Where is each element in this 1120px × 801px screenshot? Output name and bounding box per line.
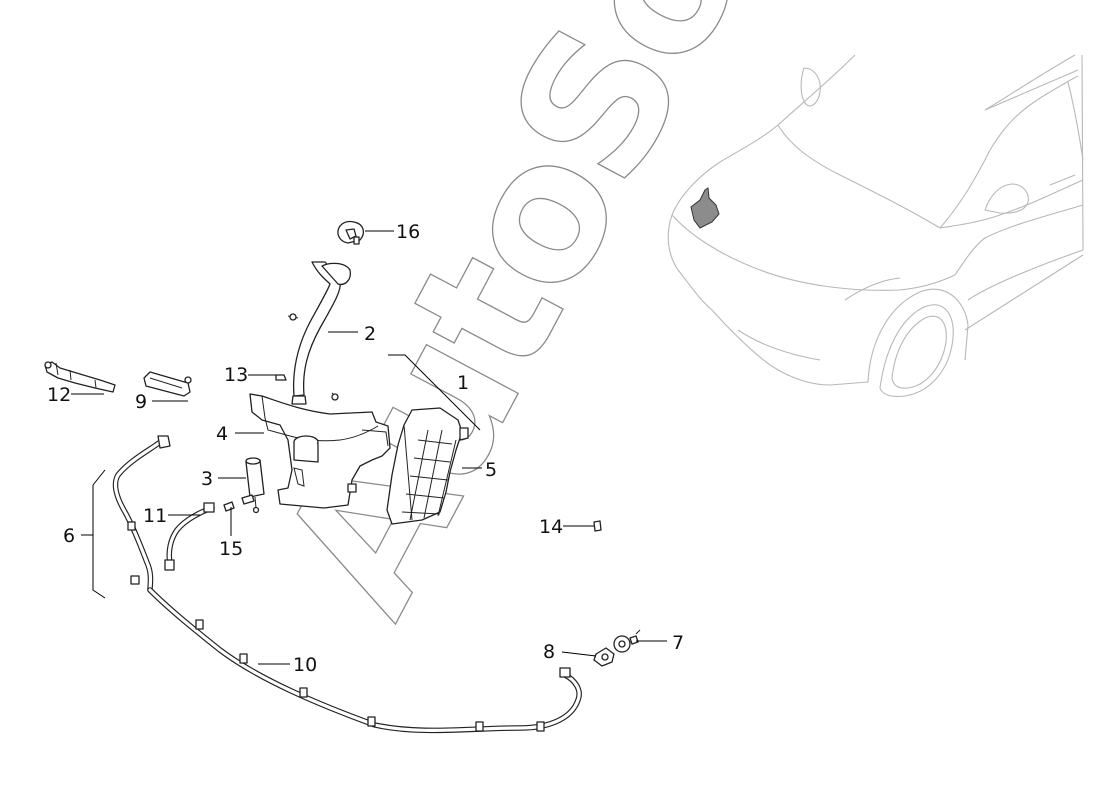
part-16-clip <box>337 220 365 245</box>
part-8-connector <box>593 647 615 667</box>
part-7-fitting <box>613 629 641 653</box>
callout-labels: 16 2 1 13 12 9 4 3 5 11 14 6 15 7 8 10 <box>47 221 684 676</box>
part-15-grommet <box>223 494 255 512</box>
leader-lines <box>71 230 667 665</box>
callout-1: 1 <box>457 372 469 394</box>
part-11-hose <box>164 502 215 571</box>
part-9-nozzle <box>143 371 192 397</box>
part-4-reservoir <box>249 393 391 509</box>
callout-12: 12 <box>47 384 71 406</box>
callout-7: 7 <box>672 632 684 654</box>
part-10-hose <box>147 587 582 734</box>
callout-10: 10 <box>293 654 317 676</box>
callout-15: 15 <box>219 538 243 560</box>
callout-3: 3 <box>201 468 213 490</box>
callout-2: 2 <box>364 323 376 345</box>
part-12-nozzle <box>44 361 116 393</box>
callout-16: 16 <box>396 221 420 243</box>
reservoir-location-highlight <box>690 187 720 229</box>
part-6-hose <box>112 435 171 593</box>
callout-5: 5 <box>485 459 497 481</box>
part-5-bracket <box>386 407 469 525</box>
part-14-clip <box>593 520 602 532</box>
watermark: AutoSoft <box>240 0 864 646</box>
car-outline <box>667 54 1084 398</box>
part-13-bolt <box>275 374 287 381</box>
callout-14: 14 <box>539 516 563 538</box>
callout-6: 6 <box>63 525 75 547</box>
part-3-pump <box>245 457 265 514</box>
callout-13: 13 <box>224 364 248 386</box>
part-2-filler-neck <box>287 261 351 405</box>
callout-11: 11 <box>143 505 167 527</box>
callout-8: 8 <box>543 641 555 663</box>
callout-9: 9 <box>135 391 147 413</box>
callout-4: 4 <box>216 423 228 445</box>
